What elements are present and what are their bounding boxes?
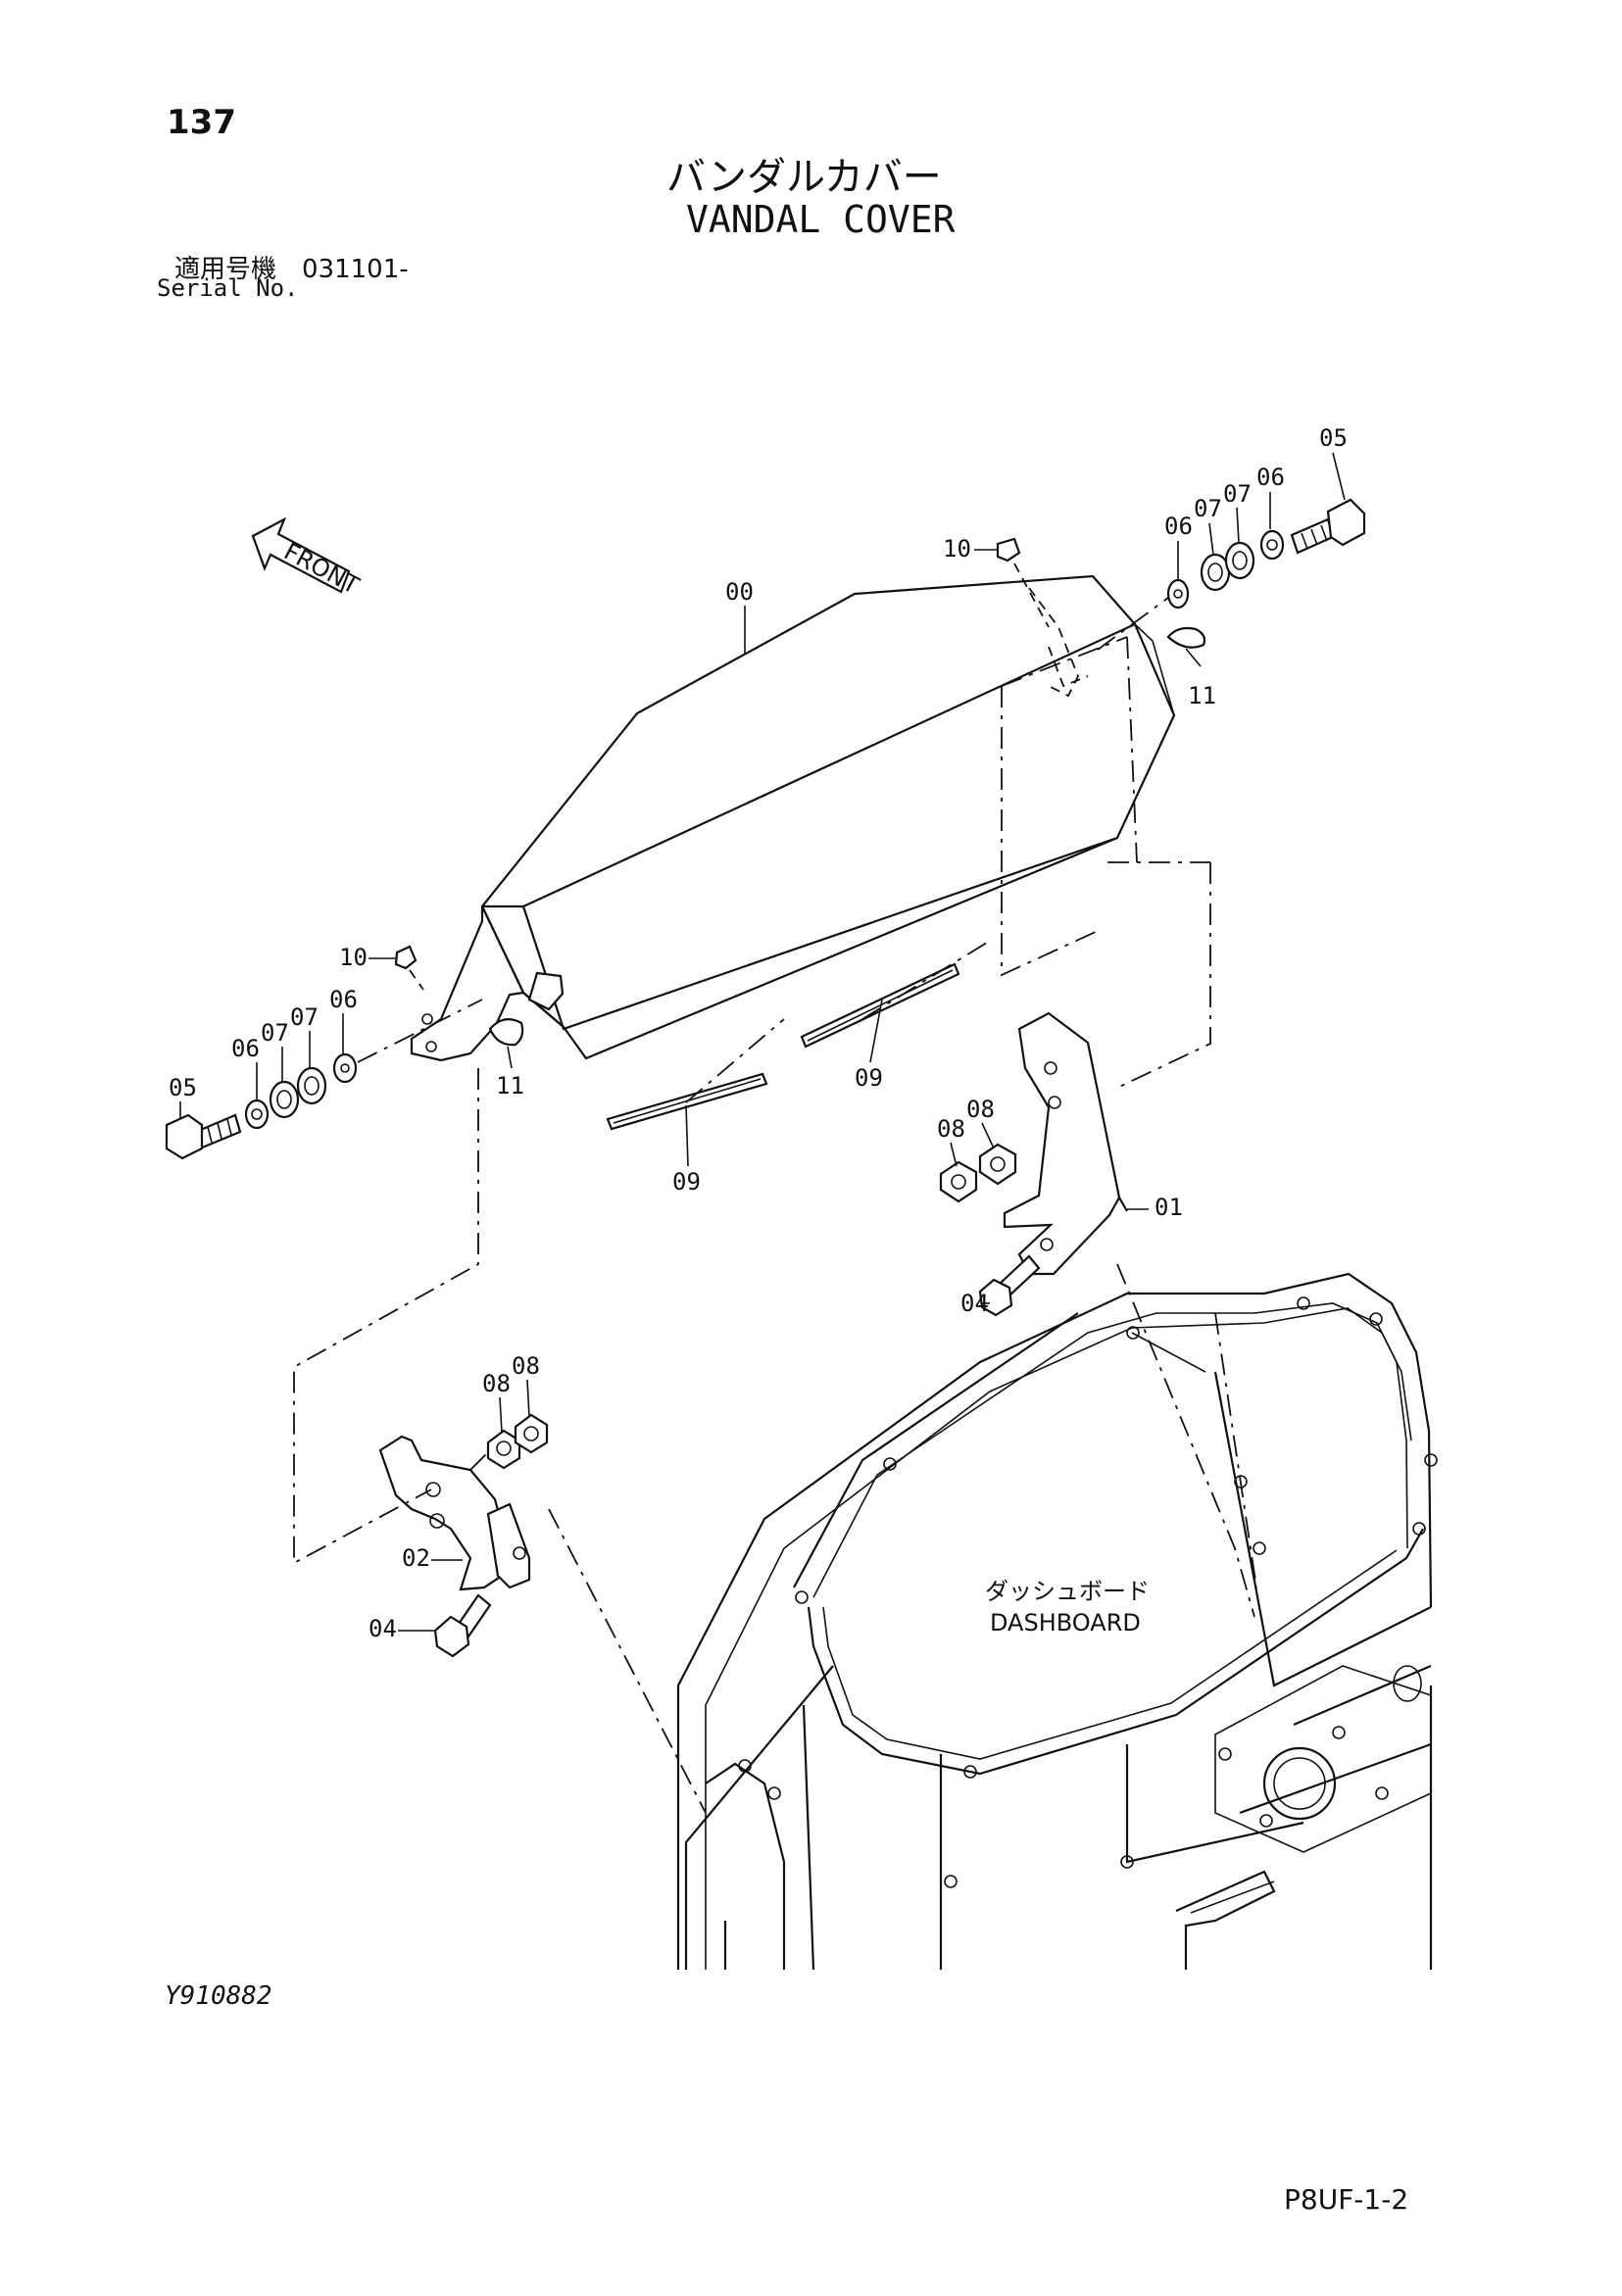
connector-lines (293, 1068, 1257, 1814)
front-arrow-label: FRONT (279, 538, 364, 600)
callout-09-left: 09 (672, 1168, 701, 1196)
callout-07-right-b: 07 (1223, 480, 1252, 508)
dashboard-label-english: DASHBOARD (990, 1609, 1141, 1637)
callout-08-left-b: 08 (512, 1352, 540, 1380)
callout-07-right-a: 07 (1194, 495, 1222, 522)
callout-06-right-a: 06 (1164, 513, 1193, 540)
callout-06-left-b: 06 (329, 986, 358, 1013)
callout-10-left: 10 (339, 944, 368, 971)
callout-10-top: 10 (943, 535, 971, 562)
page-title-japanese: バンダルカバー (666, 155, 942, 200)
front-arrow-icon: FRONT (251, 516, 364, 600)
left-fastener-stack (165, 999, 483, 1160)
callout-11-right: 11 (1188, 682, 1216, 709)
page-number: 137 (167, 103, 236, 142)
callout-05-left: 05 (169, 1074, 197, 1101)
callout-04-left: 04 (369, 1615, 397, 1642)
callout-01: 01 (1155, 1194, 1183, 1221)
bracket-02 (378, 1413, 549, 1658)
right-fastener-stack (1097, 498, 1366, 651)
clip-right (1166, 626, 1206, 667)
callout-07-left-a: 07 (261, 1019, 289, 1047)
dashboard-frame (676, 1272, 1438, 1971)
vandal-cover-body (410, 574, 1211, 1089)
serial-label-english: Serial No. (157, 274, 299, 302)
dashboard-label-japanese: ダッシュボード (985, 1578, 1150, 1605)
callout-08-left-a: 08 (482, 1370, 511, 1397)
callout-06-right-b: 06 (1256, 464, 1285, 491)
callout-02: 02 (402, 1544, 430, 1572)
callout-06-left-a: 06 (231, 1035, 260, 1062)
callout-05-right: 05 (1319, 424, 1348, 452)
part-callouts: 00 01 02 04 04 05 05 06 06 06 06 07 07 0… (169, 424, 1348, 1642)
callout-07-left-b: 07 (290, 1003, 319, 1031)
page-code: P8UF-1-2 (1284, 2183, 1409, 2216)
bracket-01 (939, 1011, 1128, 1317)
seal-strips (606, 940, 991, 1131)
callout-08-right-b: 08 (966, 1096, 995, 1123)
page-title-english: VANDAL COVER (686, 198, 956, 241)
callout-00: 00 (725, 578, 754, 606)
clip-left-lower (488, 1018, 524, 1069)
clip-left (394, 945, 424, 991)
callout-11-left: 11 (496, 1072, 524, 1099)
clip-top (996, 537, 1050, 628)
callout-08-right-a: 08 (937, 1115, 965, 1143)
callout-09-right: 09 (855, 1064, 883, 1092)
serial-label-japanese: 適用号機 031101- (174, 255, 409, 284)
drawing-number: Y910882 (165, 1981, 272, 2011)
